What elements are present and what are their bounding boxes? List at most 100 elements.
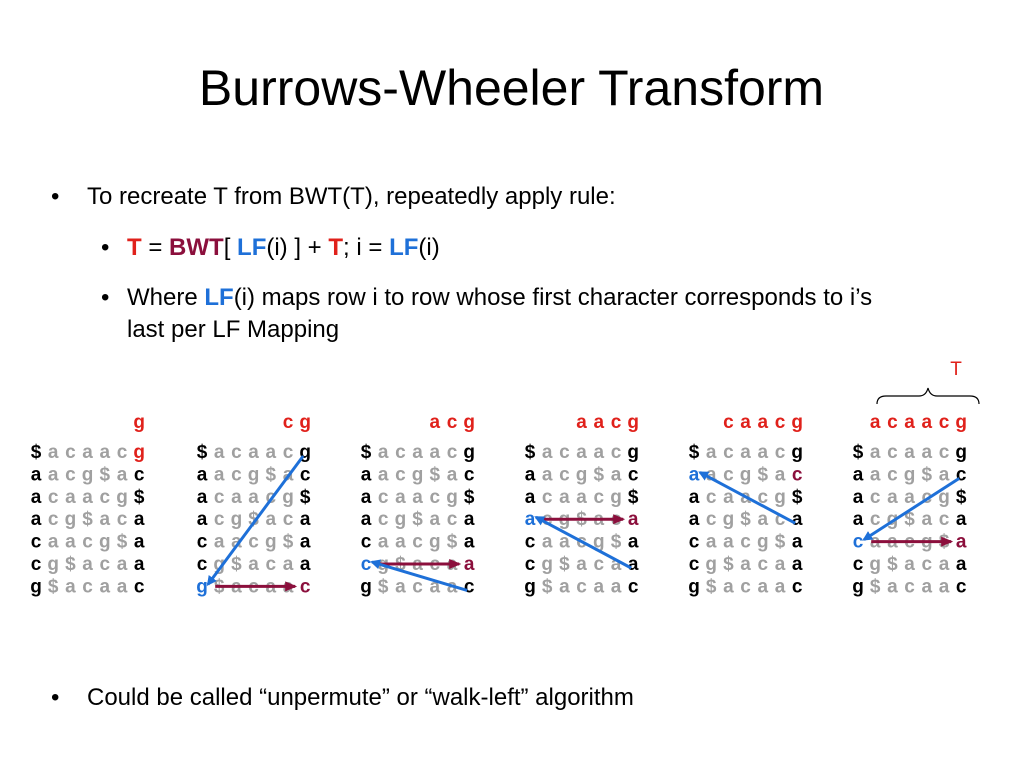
matrix-char: g: [213, 554, 225, 575]
matrix-char: c: [430, 487, 441, 508]
matrix-char: c: [887, 464, 898, 485]
matrix-char: c: [611, 442, 622, 463]
matrix-char: c: [447, 442, 458, 463]
matrix-char: $: [82, 509, 93, 530]
matrix-char: $: [758, 464, 769, 485]
matrix-char: c: [723, 464, 734, 485]
matrix-char: a: [231, 532, 242, 553]
matrix-char: c: [853, 532, 864, 553]
matrix-char: c: [689, 554, 700, 575]
recovered-char: a: [740, 412, 751, 433]
matrix-char: $: [361, 442, 372, 463]
matrix-char: a: [576, 554, 587, 575]
matrix-char: g: [116, 487, 128, 508]
matrix-char: $: [887, 554, 898, 575]
matrix-char: $: [706, 576, 717, 597]
recovered-char: c: [887, 412, 898, 433]
matrix-char: c: [939, 442, 950, 463]
matrix-char: $: [904, 509, 915, 530]
matrix-char: $: [65, 554, 76, 575]
matrix-char: $: [594, 464, 605, 485]
matrix-char: a: [117, 576, 128, 597]
matrix-char: a: [82, 554, 93, 575]
matrix-char: a: [628, 509, 639, 530]
matrix-char: a: [464, 554, 475, 575]
where-prefix: Where: [127, 284, 205, 311]
matrix-char: a: [870, 464, 881, 485]
matrix-char: c: [361, 554, 372, 575]
matrix-char: g: [299, 442, 311, 463]
matrix-char: $: [611, 532, 622, 553]
matrix-char: a: [248, 442, 259, 463]
matrix-char: g: [869, 554, 881, 575]
matrix-char: c: [100, 554, 111, 575]
bullet-rule: • T = BWT[ LF(i) ] + T; i = LF(i): [101, 232, 440, 264]
recovered-char: a: [594, 412, 605, 433]
matrix-char: c: [197, 554, 208, 575]
matrix-char: g: [196, 576, 208, 597]
matrix-char: $: [283, 532, 294, 553]
matrix-char: a: [723, 487, 734, 508]
matrix-char: a: [758, 509, 769, 530]
matrix-char: g: [395, 509, 407, 530]
matrix-char: c: [904, 576, 915, 597]
matrix-char: c: [594, 487, 605, 508]
matrix-char: a: [361, 464, 372, 485]
matrix-char: c: [775, 442, 786, 463]
matrix-char: a: [956, 532, 967, 553]
matrix-char: c: [231, 464, 242, 485]
where-lf: LF: [204, 284, 234, 311]
bullet-text: Could be called “unpermute” or “walk-lef…: [87, 684, 634, 711]
matrix-char: a: [430, 509, 441, 530]
matrix-char: g: [791, 442, 803, 463]
bwt-step-6: acaacg$acaacgaacg$acacaacg$acg$acacaacg$…: [852, 412, 967, 597]
matrix-char: g: [757, 532, 769, 553]
matrix-char: g: [82, 464, 94, 485]
matrix-char: g: [774, 487, 786, 508]
recovered-char: a: [922, 412, 933, 433]
matrix-char: a: [266, 442, 277, 463]
matrix-char: a: [283, 554, 294, 575]
matrix-char: a: [300, 554, 311, 575]
matrix-char: g: [705, 554, 717, 575]
matrix-char: c: [134, 576, 145, 597]
matrix-char: g: [852, 576, 864, 597]
bwt-step-5: caacg$acaacgaacg$acacaacg$acg$acacaacg$a…: [688, 412, 803, 597]
matrix-char: a: [689, 509, 700, 530]
matrix-char: a: [412, 442, 423, 463]
matrix-char: a: [792, 532, 803, 553]
matrix-char: c: [31, 554, 42, 575]
matrix-char: c: [361, 532, 372, 553]
matrix-char: g: [938, 487, 950, 508]
matrix-char: c: [870, 509, 881, 530]
matrix-char: c: [576, 576, 587, 597]
matrix-char: c: [956, 576, 967, 597]
matrix-char: g: [688, 576, 700, 597]
matrix-char: g: [740, 464, 752, 485]
matrix-char: a: [266, 509, 277, 530]
matrix-char: $: [922, 464, 933, 485]
matrix-char: a: [117, 464, 128, 485]
recovered-char: c: [775, 412, 786, 433]
recovered-char: c: [611, 412, 622, 433]
matrix-char: $: [853, 442, 864, 463]
matrix-char: a: [576, 487, 587, 508]
rule-lf2: LF: [389, 234, 419, 261]
matrix-char: $: [430, 464, 441, 485]
matrix-char: a: [447, 464, 458, 485]
matrix-char: a: [559, 532, 570, 553]
page-title: Burrows-Wheeler Transform: [198, 60, 825, 116]
matrix-char: a: [956, 509, 967, 530]
matrix-char: a: [559, 576, 570, 597]
bwt-step-4: aacg$acaacgaacg$acacaacg$acg$acacaacg$ac…: [524, 412, 639, 597]
matrix-char: c: [525, 554, 536, 575]
matrix-char: a: [870, 442, 881, 463]
matrix-char: a: [65, 532, 76, 553]
matrix-char: c: [792, 576, 803, 597]
recovered-char: g: [463, 412, 475, 433]
matrix-char: g: [429, 532, 441, 553]
matrix-char: a: [775, 554, 786, 575]
matrix-char: c: [31, 532, 42, 553]
matrix-char: a: [82, 487, 93, 508]
